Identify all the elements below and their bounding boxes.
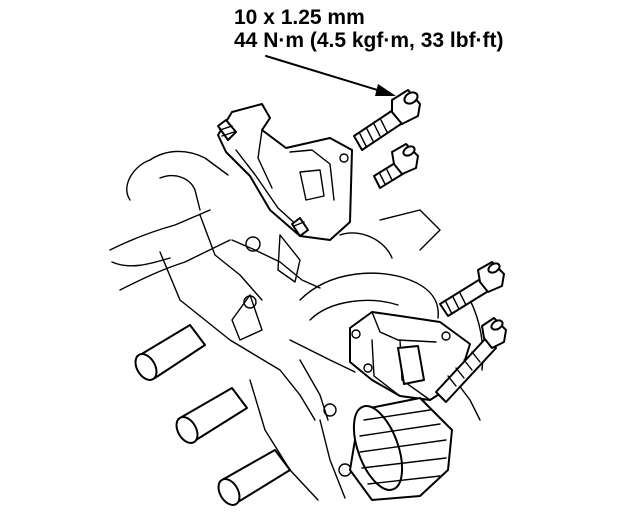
bolt-size-label: 10 x 1.25 mm — [234, 6, 365, 29]
torque-value-label: 44 N·m (4.5 kgf·m, 33 lbf·ft) — [234, 29, 504, 52]
second-bolt — [373, 143, 419, 189]
upper-mount-bracket — [217, 103, 353, 241]
third-bolt — [439, 261, 505, 317]
torque-spec-callout: 10 x 1.25 mm 44 N·m (4.5 kgf·m, 33 lbf·f… — [234, 6, 504, 52]
leader-arrow — [265, 55, 396, 96]
lower-mount-bracket — [349, 311, 471, 410]
mount-cylinder — [349, 397, 453, 501]
fourth-bolt — [435, 317, 507, 403]
bracket-stud — [291, 217, 309, 237]
cylinder-studs — [134, 324, 291, 506]
engine-block — [109, 150, 484, 501]
top-bolt — [353, 89, 421, 151]
